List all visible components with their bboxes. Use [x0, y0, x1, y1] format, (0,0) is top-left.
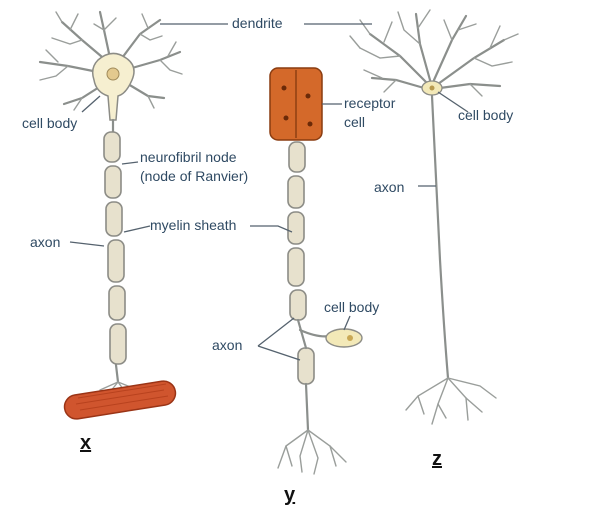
neuron-y-myelin-sheath [287, 141, 315, 385]
leader-lines [69, 23, 469, 361]
neuron-y-axon-terminal [277, 429, 347, 475]
neuron-z-dendrites [349, 9, 519, 97]
leader-axon-x [69, 241, 105, 247]
leader-myelin-sheath-y [250, 225, 293, 233]
neuron-letter-x: x [80, 432, 92, 454]
leader-axon-y-1 [257, 317, 295, 347]
label-neurofibril-node-line2: (node of Ranvier) [140, 168, 249, 184]
label-receptor-cell-line2: cell [344, 114, 366, 130]
label-myelin-sheath: myelin sheath [150, 217, 237, 233]
label-receptor-cell-line1: receptor [344, 95, 396, 111]
label-axon-y: axon [212, 337, 243, 353]
neuron-z [349, 9, 519, 425]
neuron-z-axon-terminal [405, 377, 497, 425]
neuron-letter-z: z [432, 448, 442, 470]
leader-myelin-sheath-x [123, 225, 151, 233]
neuron-x-nucleus [106, 67, 120, 81]
neuron-x-cell-body [91, 52, 135, 121]
label-dendrite: dendrite [232, 15, 283, 31]
leader-cell-body-z [437, 91, 469, 113]
label-neurofibril-node-line1: neurofibril node [140, 149, 237, 165]
label-axon-x: axon [30, 234, 61, 250]
leader-axon-y-2 [257, 345, 301, 361]
neuron-x [38, 10, 183, 420]
label-axon-z: axon [374, 179, 405, 195]
label-cell-body-x: cell body [22, 115, 78, 131]
neuron-x-muscle-fiber [63, 380, 177, 420]
neuron-z-nucleus [429, 85, 435, 91]
neuron-x-dendrites [38, 10, 183, 111]
neuron-y-receptor-cell [269, 67, 323, 141]
label-cell-body-z: cell body [458, 107, 514, 123]
leader-node-of-ranvier [121, 161, 139, 165]
neuron-y-nucleus [347, 335, 353, 341]
neuron-z-axon [430, 94, 450, 380]
neuron-x-myelin-sheath [103, 131, 127, 365]
leader-cell-body-y [343, 315, 351, 331]
neuron-y [269, 67, 363, 475]
label-cell-body-y: cell body [324, 299, 380, 315]
neuron-letter-y: y [284, 484, 296, 506]
neuron-x-axon-line [111, 118, 120, 384]
neuron-y-cell-body [325, 328, 363, 348]
leader-cell-body-x [81, 95, 101, 113]
